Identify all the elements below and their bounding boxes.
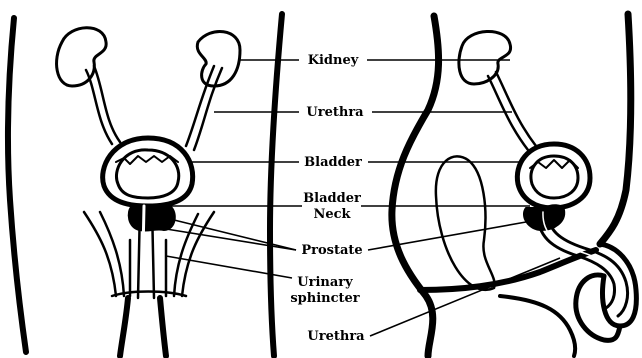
front-leg-left: [120, 298, 128, 356]
side-back-outline: [600, 14, 631, 244]
front-pelvic-right-outer: [182, 212, 214, 296]
label-bladder: Bladder: [304, 155, 362, 170]
side-prostate: [524, 205, 564, 230]
front-urethra-left: [142, 206, 144, 298]
side-colon-loop: [436, 156, 495, 289]
side-abdomen-outline: [392, 16, 439, 356]
label-urethra-lower: Urethra: [307, 329, 365, 344]
label-urinary-sphincter-line1: Urinary: [297, 275, 353, 290]
label-prostate: Prostate: [301, 243, 362, 258]
side-kidney: [459, 31, 511, 84]
label-urinary-sphincter-line2: sphincter: [290, 291, 359, 306]
leader-urethra-lower-right: [370, 258, 560, 336]
side-view: [392, 14, 637, 356]
front-body-outline-left: [8, 18, 26, 352]
front-pelvic-left-mid: [100, 212, 124, 296]
front-view: [8, 14, 282, 356]
side-thigh-outline: [500, 296, 575, 356]
leader-prostate-left-b: [160, 228, 296, 250]
side-rectum: [420, 250, 596, 290]
labels: Kidney Urethra Bladder Bladder Neck Pros…: [290, 53, 365, 344]
label-kidney: Kidney: [308, 53, 359, 68]
front-leg-right: [160, 298, 166, 356]
front-pelvic-right-mid: [174, 214, 198, 296]
label-bladder-neck-line1: Bladder: [303, 191, 361, 206]
front-body-outline-right: [270, 14, 282, 356]
side-ureter-outer: [488, 76, 528, 150]
side-ureter-inner: [496, 72, 536, 146]
front-left-ureter-inner: [94, 66, 120, 142]
label-urethra-upper: Urethra: [306, 105, 364, 120]
label-bladder-neck-line2: Neck: [313, 207, 351, 222]
front-pelvic-left-outer: [84, 212, 116, 296]
